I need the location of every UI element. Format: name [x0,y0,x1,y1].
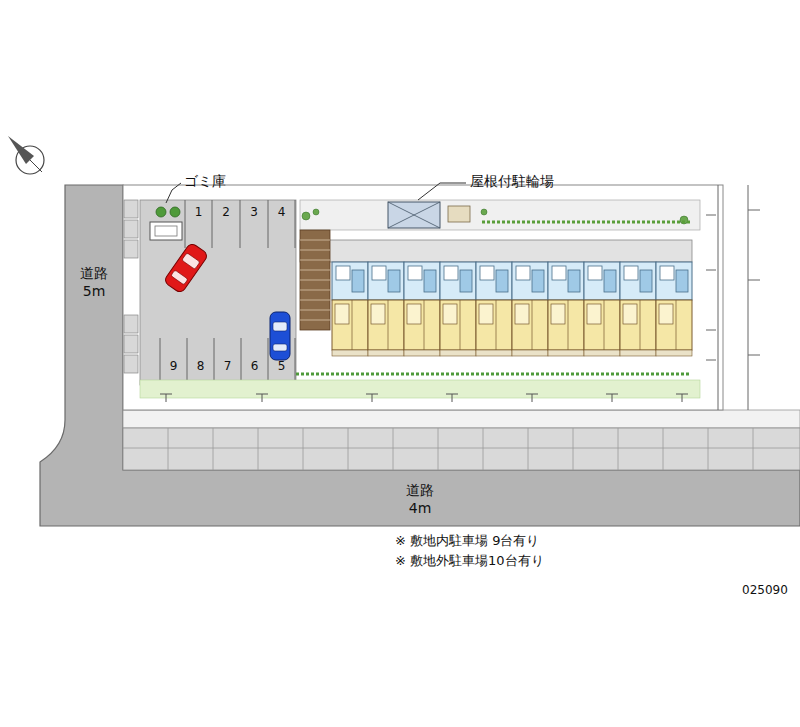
parking-space: 7 [214,356,241,378]
parking-number: 5 [278,359,286,375]
parking-lot [140,200,296,385]
road-label: 道路 5m [77,264,111,300]
parking-space: 5 [268,356,295,378]
bicycle-shed [388,202,470,228]
parking-space: 3 [240,202,268,224]
red-car [163,242,209,294]
top-strip [300,200,700,230]
boundary-wall [124,200,138,373]
site-ground [123,185,723,410]
parking-space: 4 [268,202,295,224]
parking-number: 4 [278,205,286,221]
road-surface [40,185,800,526]
parking-number: 7 [224,359,232,375]
road-band: 道路 4m [380,474,460,524]
parking-space: 6 [241,356,268,378]
parking-space: 2 [212,202,240,224]
planting-strip [140,380,700,398]
parking-number: 3 [250,205,258,221]
road-band: 道路 5m [66,186,122,468]
corridor [300,240,692,262]
parking-number: 1 [195,205,203,221]
lamp-marks [160,394,688,402]
parking-number: 2 [222,205,230,221]
blue-car [270,312,290,360]
note-text: ※ 敷地外駐車場10台有り [395,552,544,570]
compass-symbol [8,136,44,174]
parking-number: 9 [170,359,178,375]
apartment-units [332,262,692,356]
reference-number: 025090 [742,583,788,597]
parking-number: 6 [251,359,259,375]
callout-label: 屋根付駐輪場 [470,173,554,191]
garbage-store [150,207,182,240]
parking-space: 1 [185,202,212,224]
right-fence [706,185,760,410]
stairs [300,230,330,330]
road-label: 道路 4m [403,481,437,517]
parking-space: 8 [187,356,214,378]
note-text: ※ 敷地内駐車場 9台有り [395,532,539,550]
parking-number: 8 [197,359,205,375]
hedge-line [482,221,690,224]
sidewalk-curb [123,410,800,470]
parking-space: 9 [160,356,187,378]
callout-label: ゴミ庫 [184,173,226,191]
hedge-line [296,373,690,376]
